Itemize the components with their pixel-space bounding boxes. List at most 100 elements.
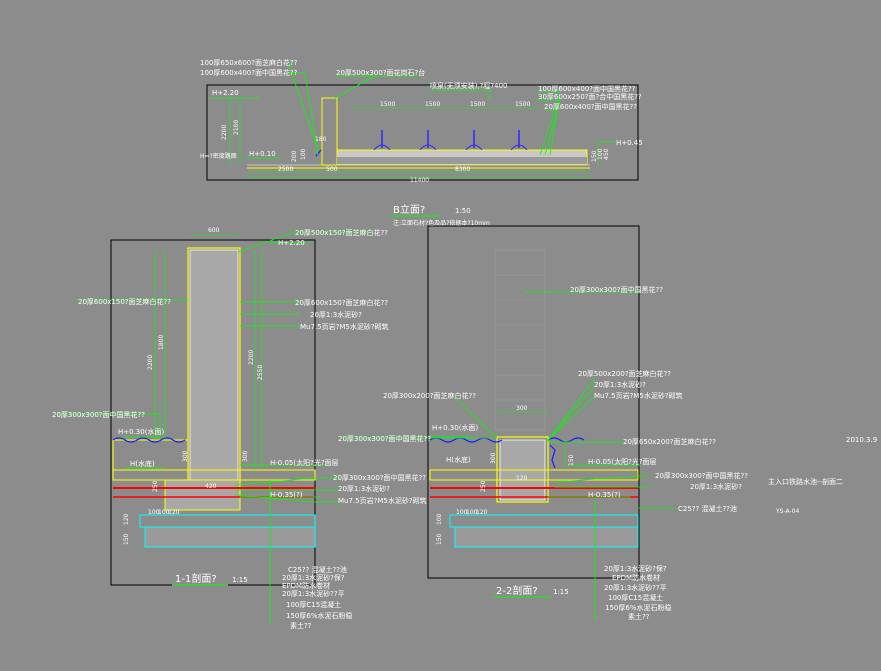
section2-frame xyxy=(427,225,640,579)
s2-label-mid1: 20厚300x300?面中国黑花?? xyxy=(655,471,748,480)
s1-stone-layer xyxy=(144,526,316,548)
s2-label-r3: Mu7.5页岩?M5水泥砂?砌筑 xyxy=(594,391,683,400)
s2-stack-item: 20厚1:3水泥砂?保? xyxy=(604,564,667,573)
s2-dim-bot: 100 xyxy=(456,509,468,516)
s2-leader-r2 xyxy=(547,385,596,441)
s2-footing xyxy=(429,469,639,481)
s1-dim-bot: 120 xyxy=(123,513,130,525)
elev-level-base-text: H=?密度路面 xyxy=(200,152,237,160)
s1-stack-item: EPDM防水卷材 xyxy=(282,581,330,590)
small-spout-icon xyxy=(315,149,322,157)
s2-stack-item: 100厚C15混凝土 xyxy=(608,593,663,602)
s1-dim-bot: 150 xyxy=(123,533,130,545)
elev-dim-small: 450 xyxy=(603,148,610,160)
s1-stack-item: 20厚1:3水泥砂?保? xyxy=(282,573,345,582)
elev-dim-small: 200 xyxy=(291,150,298,162)
s2-dim-bot: 100 xyxy=(436,513,443,525)
s1-label-left2: 20厚300x300?面中国黑花?? xyxy=(52,410,145,419)
elev-level-h010-text: H+0.10 xyxy=(249,150,276,158)
elev-leader-top1 xyxy=(289,62,319,151)
elev-leader-cap xyxy=(334,75,420,99)
s2-dim-bot: 120 xyxy=(476,509,488,516)
s2-label-cap2: 20厚650x200?面芝麻白花?? xyxy=(623,437,716,446)
s1-footing-block xyxy=(164,479,241,511)
section1-scale: 1:15 xyxy=(232,576,248,584)
s1-label-left1: 20厚600x150?面芝麻白花?? xyxy=(78,297,171,306)
elev-dim-bottom: 8300 xyxy=(455,166,470,173)
s1-dim-right: 2200 xyxy=(248,350,255,365)
sheet-code: YS-A-04 xyxy=(775,508,799,515)
elev-leader-r2 xyxy=(537,99,561,156)
s2-label-left2: 20厚300x300?面中国黑花?? xyxy=(338,434,431,443)
elevation-title: B立面? xyxy=(393,203,425,216)
sheet-date: 2010.3.9 xyxy=(846,436,877,444)
s1-leader-cap xyxy=(237,231,370,253)
s2-back-wall-joints xyxy=(495,274,545,401)
s2-level-water-text: H+0.30(水面) xyxy=(432,423,478,432)
elev-dim-spacing: 1500 xyxy=(425,101,440,108)
elev-dim-small: 180 xyxy=(315,136,327,143)
s2-dim-bot: 250 xyxy=(480,480,487,492)
elev-label-top1: 100厚650x600?面芝麻白花?? xyxy=(200,58,298,67)
s2-dim-mid: 120 xyxy=(516,475,528,482)
fountain-icon xyxy=(419,130,437,151)
elev-dim-small: 150 xyxy=(591,150,598,162)
elev-label-r2: 30厚600x250?面?合中国黑花?? xyxy=(538,92,642,101)
elev-label-r3: 20厚600x400?面中国黑花?? xyxy=(544,102,637,111)
section1-title: 1-1剖面? xyxy=(175,572,217,585)
s1-label-right2: 20厚1:3水泥砂? xyxy=(310,310,362,319)
elevation-b: 100厚650x600?面芝麻白花?? 100厚600x400?面中国黑花?? … xyxy=(200,58,643,227)
s2-label-mid2: 20厚1:3水泥砂? xyxy=(690,482,742,491)
elev-leader-top2 xyxy=(285,72,319,156)
s1-wall xyxy=(189,249,239,481)
s2-label-left1: 20厚300x200?面芝麻白花?? xyxy=(383,391,476,400)
s1-c15-layer xyxy=(139,514,316,528)
s2-level-h035-text: H-0.35(?) xyxy=(588,491,621,499)
s1-stack-item: 100厚C15混凝土 xyxy=(286,600,341,609)
elev-dim-small: 100 xyxy=(597,148,604,160)
fountain-icons xyxy=(373,130,528,151)
elev-leader-spout xyxy=(430,89,491,100)
elevation-note: 注:立面石材?色及品?依据本?10mm xyxy=(393,219,490,227)
s1-level-h005-text: H-0.05(太阳?光?面层 xyxy=(270,458,339,467)
s2-leader-r1 xyxy=(549,377,596,439)
s2-leader-r3 xyxy=(545,395,596,443)
elev-dim-bottom: 500 xyxy=(326,166,338,173)
s1-label-right3: Mu7.5页岩?M5水泥砂?砌筑 xyxy=(300,322,389,331)
s1-stack-item: C25?? 混凝土??池 xyxy=(288,565,347,574)
s2-leader-mid1 xyxy=(554,475,650,483)
section2-scale: 1:15 xyxy=(553,588,569,596)
elev-dim-spacing: 1500 xyxy=(380,101,395,108)
s1-dim-bot: 300 xyxy=(182,450,189,462)
s1-label-mid2: 20厚1:3水泥砂? xyxy=(338,484,390,493)
elevation-frame xyxy=(206,84,639,181)
s2-stack-item: 素土?? xyxy=(628,612,650,621)
section-1-1: 20厚500x150?面芝麻白花?? H+2.20 20厚600x150?面芝麻… xyxy=(52,227,427,630)
elev-dim-total: 11400 xyxy=(410,177,429,184)
elev-label-r1: 100厚600x400?面中国黑花?? xyxy=(538,84,636,93)
s2-level-h005-text: H-0.05(太阳?光?面层 xyxy=(588,457,657,466)
s2-leader-left1 xyxy=(454,397,498,439)
s1-stack-item: 20厚1:3水泥砂??平 xyxy=(282,589,345,598)
s1-level-h035-text: H-0.35(?) xyxy=(270,491,303,499)
elev-tall-wall xyxy=(321,97,338,166)
s2-stack-item: 150厚6%水泥石粉稳 xyxy=(605,603,671,612)
elev-leader-r1 xyxy=(537,91,561,156)
s2-dim-top: 300 xyxy=(516,405,528,412)
s1-label-mid1: 20厚300x300?面中国黑花?? xyxy=(333,473,426,482)
s2-dim-bot: 100 xyxy=(466,509,478,516)
s1-stack-item: 素土?? xyxy=(290,621,312,630)
elev-dim-small: 100 xyxy=(300,148,307,160)
elev-label-top2: 100厚600x400?面中国黑花?? xyxy=(200,68,298,77)
s1-dim-left: 2200 xyxy=(147,355,154,370)
elev-dim-left: 2100 xyxy=(233,120,240,135)
s1-label-right1: 20厚600x150?面芝麻白花?? xyxy=(295,298,388,307)
s1-dim-bot: 420 xyxy=(205,483,217,490)
s1-dim-bot: 100 xyxy=(148,509,160,516)
s1-level-h220-text: H+2.20 xyxy=(278,239,305,247)
elev-level-h045-text: H+0.45 xyxy=(616,139,643,147)
elev-dim-spacing: 1500 xyxy=(515,101,530,108)
s2-label-r2: 20厚1:3水泥砂? xyxy=(594,380,646,389)
s1-label-mid3: Mu7.5页岩?M5水泥砂?砌筑 xyxy=(338,496,427,505)
s2-water-wave-right xyxy=(547,437,585,443)
